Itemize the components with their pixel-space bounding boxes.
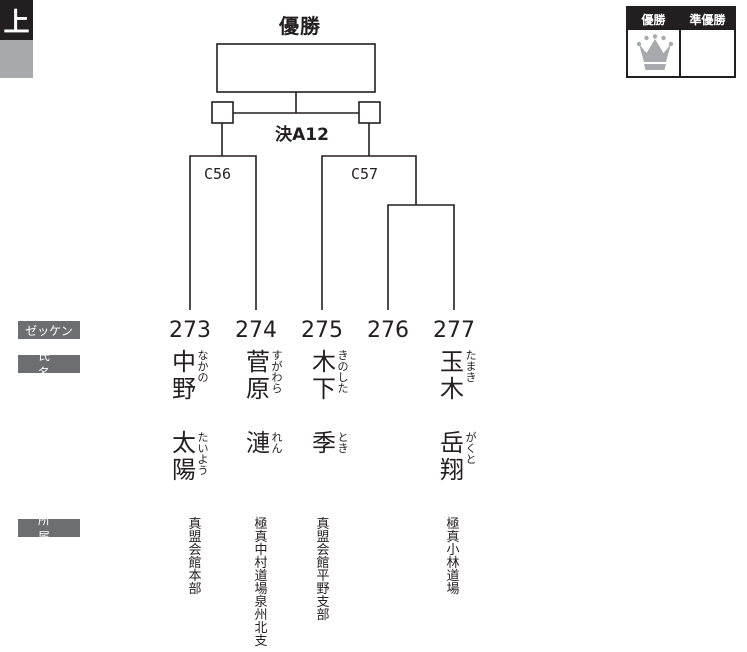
- bib-number: 274: [235, 318, 277, 343]
- competitor-surname-kana: たまき: [465, 349, 477, 384]
- bib-number: 275: [301, 318, 343, 343]
- competitor-affiliation: 真盟会館本部: [188, 517, 202, 597]
- legend-champion: 優勝: [626, 6, 681, 78]
- section-tab-label: 上: [0, 0, 33, 40]
- competitor-affiliation: 極真小林道場: [446, 517, 460, 597]
- match-label-c57: C57: [351, 165, 379, 183]
- competitor-affiliation: 極真中村道場泉州北支: [254, 517, 268, 649]
- c56-bracket: [189, 155, 257, 310]
- bib-number: 277: [433, 318, 475, 343]
- bib-number: 273: [169, 318, 211, 343]
- section-tab: 上: [0, 0, 33, 78]
- section-tab-gray: [0, 40, 33, 78]
- competitor-given-name: 太陽: [172, 429, 196, 484]
- bracket-title: 優勝: [279, 14, 321, 38]
- competitor-surname-kana: すがわら: [271, 349, 283, 395]
- row-label-affiliation: 所属: [18, 513, 80, 544]
- row-label-name: 氏名: [18, 349, 80, 380]
- competitor-given-name: 岳翔: [440, 429, 464, 484]
- competitor-affiliation: 真盟会館平野支部: [316, 517, 330, 623]
- competitor-surname: 玉木: [440, 348, 464, 403]
- c57-bracket: [321, 155, 417, 310]
- competitor-surname-kana: なかの: [197, 349, 209, 384]
- row-label-bib: ゼッケン: [18, 321, 80, 339]
- match-label-c56: C56: [204, 165, 232, 183]
- competitor-given-name-kana: がくと: [465, 431, 477, 466]
- crown-icon: [636, 34, 674, 70]
- competitor-given-name-kana: とき: [337, 431, 349, 455]
- c57-sub-bracket: [387, 204, 455, 310]
- competitor-surname: 木下: [312, 348, 336, 403]
- competitor-given-name: 季: [312, 429, 336, 457]
- competitor-surname: 中野: [172, 348, 196, 403]
- competitor-given-name-kana: れん: [271, 431, 283, 455]
- competitor-given-name: 漣: [246, 429, 270, 457]
- final-slot-right: [358, 101, 381, 124]
- award-legend: 優勝 準優勝: [626, 6, 736, 78]
- legend-champion-label: 優勝: [628, 8, 679, 30]
- legend-runner-up-label: 準優勝: [681, 8, 734, 30]
- legend-runner-up: 準優勝: [679, 6, 736, 78]
- final-slot-left: [211, 101, 234, 124]
- competitor-given-name-kana: たいよう: [197, 431, 209, 477]
- final-match-label: 決A12: [275, 125, 329, 145]
- competitor-surname: 菅原: [246, 348, 270, 403]
- bib-number: 276: [367, 318, 409, 343]
- competitor-surname-kana: きのした: [337, 349, 349, 395]
- champion-box: [216, 43, 376, 93]
